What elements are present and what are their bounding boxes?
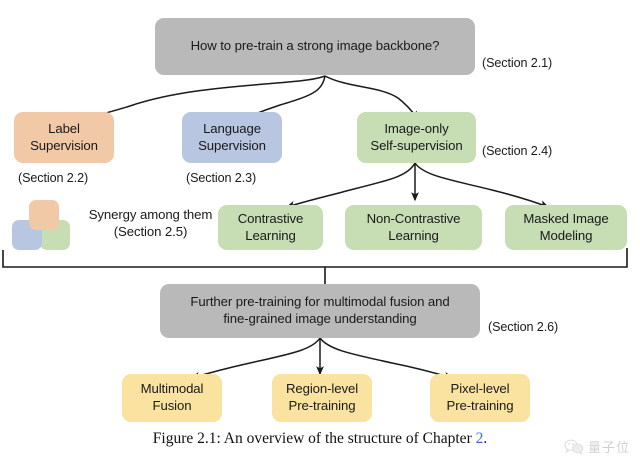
node-image-only-self-supervision[interactable]: Image-only Self-supervision: [357, 112, 476, 163]
node-root-question-label: How to pre-train a strong image backbone…: [190, 38, 440, 54]
node-language-supervision[interactable]: Language Supervision: [182, 112, 282, 163]
node-further-pretraining[interactable]: Further pre-training for multimodal fusi…: [160, 284, 480, 338]
node-masked-image-modeling[interactable]: Masked Image Modeling: [505, 205, 627, 250]
synergy-text: Synergy among them (Section 2.5): [78, 206, 223, 240]
caption-prefix: Figure 2.1: An overview of the structure…: [152, 430, 476, 447]
caption-suffix: .: [483, 430, 488, 447]
node-root-question[interactable]: How to pre-train a strong image backbone…: [155, 18, 475, 75]
node-non-contrastive-learning[interactable]: Non-Contrastive Learning: [345, 205, 482, 250]
caption-chapter-link[interactable]: 2: [475, 430, 484, 447]
section-label-2-6: (Section 2.6): [488, 320, 559, 334]
synergy-line-1: Synergy among them: [88, 207, 213, 222]
watermark-text: 量子位: [587, 440, 630, 455]
figure-caption: Figure 2.1: An overview of the structure…: [0, 430, 640, 448]
synergy-line-2: (Section 2.5): [113, 224, 188, 240]
node-language-supervision-label: Language Supervision: [198, 120, 266, 153]
section-label-2-1: (Section 2.1): [482, 56, 553, 70]
node-label-supervision-label: Label Supervision: [30, 120, 98, 153]
section-label-2-3: (Section 2.3): [186, 171, 257, 185]
synergy-square-orange: [29, 200, 59, 230]
node-region-level-pretraining[interactable]: Region-level Pre-training: [272, 374, 372, 422]
node-contrastive-learning[interactable]: Contrastive Learning: [218, 205, 323, 250]
node-non-contrastive-learning-label: Non-Contrastive Learning: [366, 210, 461, 243]
node-label-supervision[interactable]: Label Supervision: [14, 112, 114, 163]
section-label-2-4: (Section 2.4): [482, 144, 553, 158]
node-multimodal-fusion-label: Multimodal Fusion: [140, 381, 204, 413]
three-overlapping-squares-icon: [10, 200, 72, 256]
node-further-pretraining-label: Further pre-training for multimodal fusi…: [190, 294, 450, 326]
node-region-level-pretraining-label: Region-level Pre-training: [285, 381, 359, 413]
node-image-only-self-supervision-label: Image-only Self-supervision: [370, 120, 463, 153]
section-label-2-2: (Section 2.2): [18, 171, 89, 185]
node-pixel-level-pretraining[interactable]: Pixel-level Pre-training: [430, 374, 530, 422]
wechat-icon: [564, 439, 584, 455]
watermark: 量子位: [564, 437, 630, 456]
node-masked-image-modeling-label: Masked Image Modeling: [523, 210, 609, 243]
node-multimodal-fusion[interactable]: Multimodal Fusion: [122, 374, 222, 422]
node-contrastive-learning-label: Contrastive Learning: [237, 210, 304, 243]
node-pixel-level-pretraining-label: Pixel-level Pre-training: [446, 381, 514, 413]
